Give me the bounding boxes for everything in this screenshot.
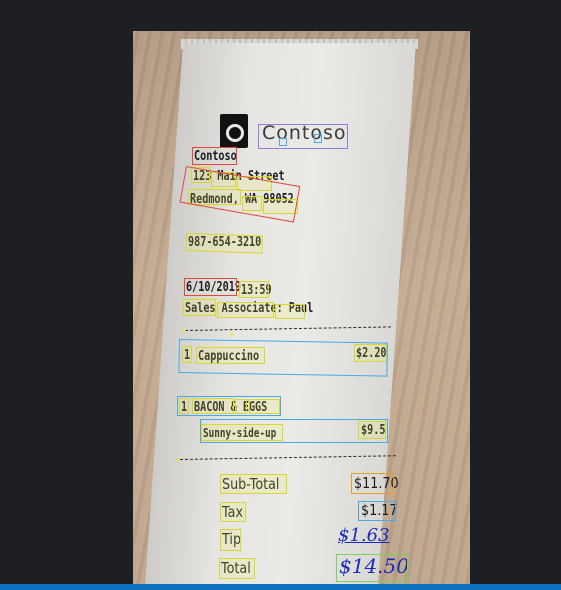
time-box[interactable] — [239, 281, 269, 298]
price-box — [354, 344, 387, 362]
word-box — [179, 398, 189, 414]
item-name: BACON & EGGS — [194, 400, 268, 415]
word-box — [249, 399, 280, 414]
word-box — [196, 347, 265, 364]
total-label-box — [219, 558, 255, 579]
word-box — [242, 196, 262, 211]
item-price: $2.20 — [356, 346, 387, 361]
brand-box[interactable] — [258, 124, 348, 149]
subtotal-value-box[interactable] — [351, 473, 394, 494]
line-item-detail-box[interactable] — [200, 419, 388, 443]
total-value-box[interactable] — [336, 554, 408, 582]
word-box — [237, 176, 272, 191]
subtotal-label-box — [220, 474, 287, 494]
tax-value: $1.17 — [361, 501, 398, 519]
transaction-date: 6/10/2019 — [186, 280, 241, 295]
tax-value-box[interactable] — [358, 501, 396, 521]
word-box — [192, 398, 234, 414]
word-box — [182, 346, 192, 363]
total-label: Total — [221, 559, 251, 577]
word-box — [201, 424, 283, 441]
tip-label-box — [220, 529, 241, 551]
word-box — [217, 302, 274, 318]
contoso-logo-icon — [220, 114, 248, 148]
item-detail: Sunny-side-up — [203, 426, 277, 440]
transaction-time: 13:59 — [241, 283, 272, 298]
item-name: Cappuccino — [198, 349, 260, 364]
item-qty: 1 — [181, 400, 188, 415]
tip-label: Tip — [222, 530, 242, 548]
separator-dot — [230, 333, 233, 336]
tax-label: Tax — [222, 503, 244, 521]
separator-dot — [183, 329, 186, 332]
bottom-status-bar — [0, 584, 561, 590]
tax-label-box — [220, 502, 246, 522]
item-price: $9.5 — [361, 423, 386, 438]
word-box — [191, 167, 210, 183]
phone-box[interactable] — [185, 233, 263, 254]
item-qty: 1 — [184, 348, 191, 363]
address-line2: Redmond, WA 98052 — [190, 192, 294, 207]
subtotal-label: Sub-Total — [222, 475, 280, 493]
brand-char-box — [279, 138, 287, 146]
merchant-name: Contoso — [194, 149, 237, 164]
word-box — [275, 304, 305, 319]
phone-number: 987-654-3210 — [188, 235, 262, 250]
word-box — [183, 299, 216, 316]
separator-dot — [176, 458, 179, 461]
top-bar — [0, 0, 561, 31]
word-box — [235, 399, 247, 414]
brand-name: Contoso — [262, 122, 347, 144]
price-box — [358, 421, 386, 439]
word-box — [263, 199, 298, 214]
tip-value-handwritten: $1.63 — [338, 525, 390, 546]
total-value-handwritten: $14.50 — [339, 554, 409, 578]
subtotal-value: $11.70 — [354, 474, 399, 492]
word-box — [211, 172, 236, 187]
word-box — [188, 189, 241, 205]
line-item-cappuccino[interactable] — [178, 339, 388, 377]
receipt-photo — [133, 31, 470, 584]
date-box[interactable] — [184, 278, 237, 296]
line-item-bacon-eggs[interactable] — [177, 396, 281, 416]
brand-char-box — [314, 134, 322, 143]
merchant-name-box[interactable] — [192, 147, 237, 165]
